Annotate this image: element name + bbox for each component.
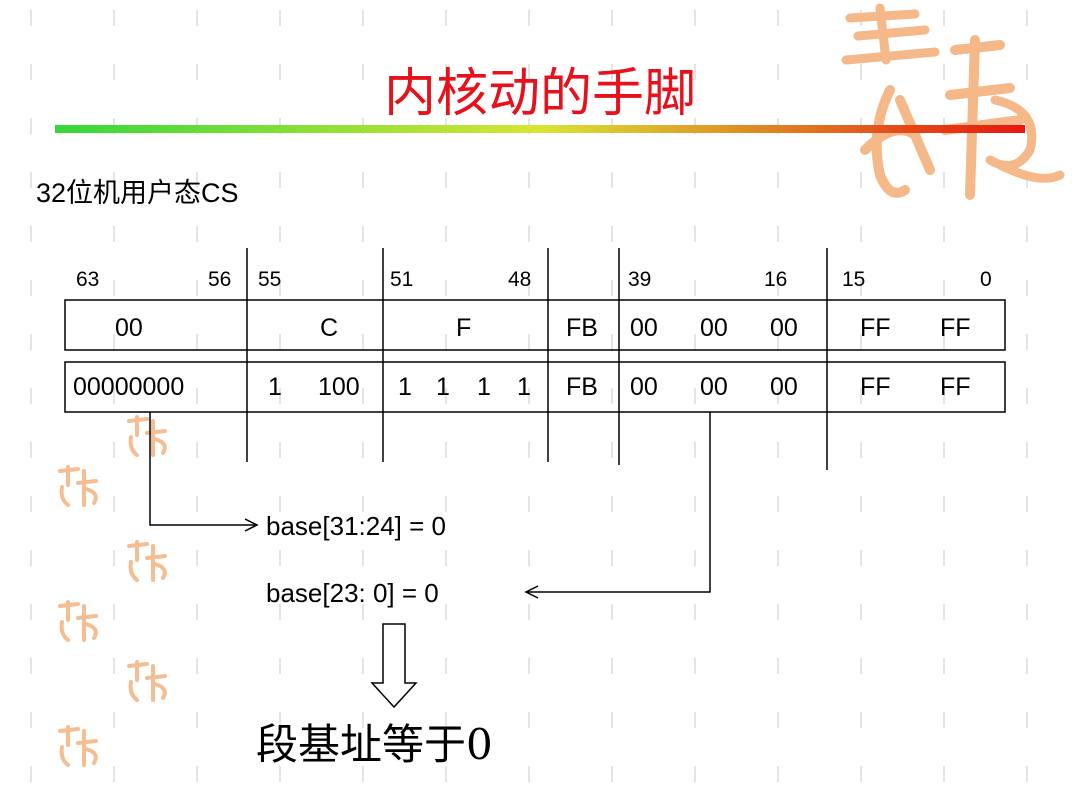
bin-cell: 00000000 bbox=[73, 373, 185, 401]
bit-number: 16 bbox=[764, 268, 788, 291]
bin-cell: 00 bbox=[700, 373, 728, 401]
calligraphy-seal-small-icons bbox=[58, 415, 167, 767]
bit-number: 15 bbox=[842, 268, 866, 291]
hex-cell: FF bbox=[940, 314, 971, 342]
bit-number: 39 bbox=[628, 268, 652, 291]
hex-row-box bbox=[64, 299, 1006, 351]
base-low-arrow bbox=[524, 412, 711, 599]
bin-cell: 1 bbox=[268, 373, 282, 401]
hex-cell: 00 bbox=[115, 314, 143, 342]
hex-cell: F bbox=[456, 314, 472, 342]
bit-number: 56 bbox=[208, 268, 232, 291]
bin-cell: 00 bbox=[630, 373, 658, 401]
calligraphy-seal-large-icon bbox=[841, 3, 1065, 200]
bit-number: 51 bbox=[390, 268, 414, 291]
hex-cell: FB bbox=[566, 314, 598, 342]
bin-cell: 00 bbox=[770, 373, 798, 401]
bin-cell: FB bbox=[566, 373, 598, 401]
result-text: 段基址等于0 bbox=[256, 720, 493, 769]
hollow-down-arrow bbox=[370, 623, 418, 709]
bin-cell: FF bbox=[940, 373, 971, 401]
hex-cell: 00 bbox=[770, 314, 798, 342]
bit-number: 0 bbox=[980, 268, 992, 291]
bin-cell: FF bbox=[860, 373, 891, 401]
base-high-arrow bbox=[149, 412, 259, 532]
hex-cell: 00 bbox=[700, 314, 728, 342]
base-low-label: base[23: 0] = 0 bbox=[266, 578, 439, 608]
hex-cell: 00 bbox=[630, 314, 658, 342]
bit-number: 55 bbox=[258, 268, 282, 291]
bit-number: 63 bbox=[76, 268, 100, 291]
field-separators bbox=[246, 248, 828, 470]
base-high-label: base[31:24] = 0 bbox=[266, 511, 446, 541]
hex-cell: C bbox=[320, 314, 339, 342]
bit-number: 48 bbox=[508, 268, 532, 291]
bin-cell: 1 bbox=[517, 373, 531, 401]
slide-subtitle: 32位机用户态CS bbox=[36, 178, 239, 208]
slide-title: 内核动的手脚 bbox=[383, 64, 696, 124]
hex-cell: FF bbox=[860, 314, 891, 342]
bin-cell: 1 bbox=[398, 373, 412, 401]
title-underline bbox=[55, 125, 1025, 133]
bin-cell: 1 bbox=[436, 373, 450, 401]
bin-cell: 1 bbox=[477, 373, 491, 401]
bin-cell: 100 bbox=[318, 373, 360, 401]
binary-row-box bbox=[64, 361, 1006, 413]
